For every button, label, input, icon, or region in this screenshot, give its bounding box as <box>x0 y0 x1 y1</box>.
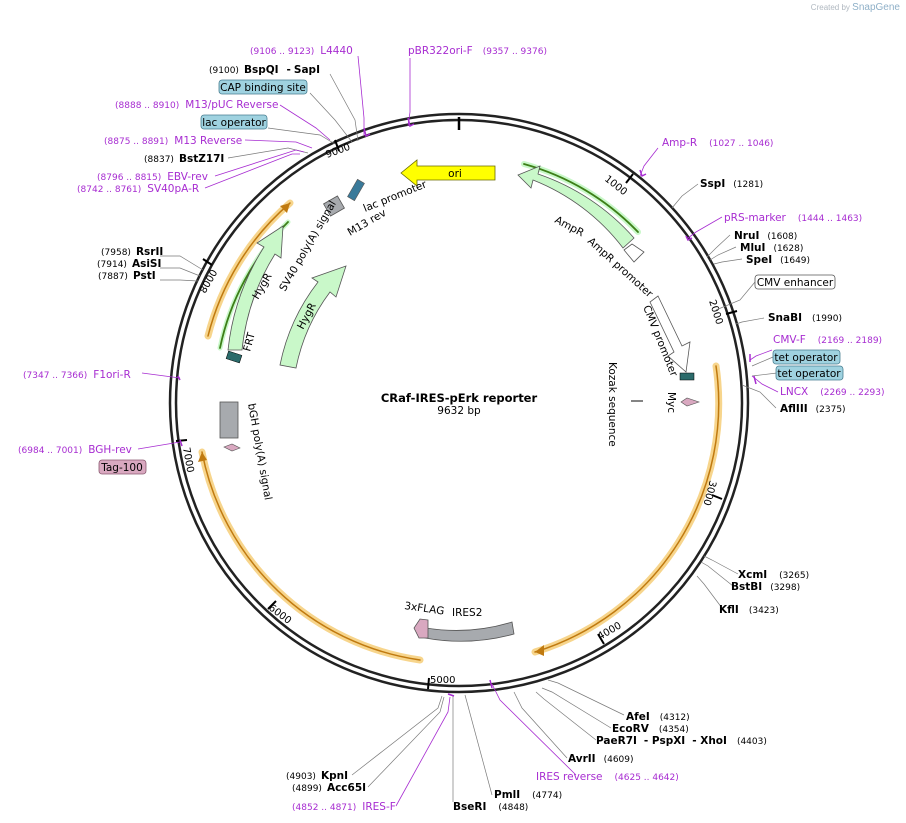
enzyme-kfli: KflI(3423) <box>719 604 779 616</box>
enzyme-rsrii: (7958)RsrII <box>101 246 163 258</box>
enzyme-avrii: AvrII(4609) <box>568 753 634 765</box>
kozak-mark <box>679 372 695 381</box>
box-cmv-enhancer: CMV enhancer <box>754 274 836 290</box>
svg-text:lac operator: lac operator <box>202 117 266 129</box>
myc-label: Myc <box>665 392 677 413</box>
box-cap: CAP binding site <box>218 79 308 95</box>
primer-sv40pa: (8742 .. 8761)SV40pA-R <box>77 183 199 195</box>
ori-arrow <box>400 159 496 187</box>
enzyme-mlui: MluI(1628) <box>740 242 803 254</box>
primer-ebvrev: (8796 .. 8815)EBV-rev <box>97 171 208 183</box>
orf-arc-bottom <box>198 448 424 664</box>
svg-text:Tag-100: Tag-100 <box>100 462 143 474</box>
primer-prs: pRS-marker(1444 .. 1463) <box>724 212 862 224</box>
enzyme-xcmi: XcmI(3265) <box>738 569 809 581</box>
enzyme-afei: AfeI(4312) <box>626 711 690 723</box>
backbone-outer <box>168 112 750 694</box>
ori-label: ori <box>448 168 462 180</box>
ampr-label: AmpR <box>553 214 586 239</box>
snapgene-logo: SnapGene <box>852 2 900 13</box>
primer-m13puc: (8888 .. 8910)M13/pUC Reverse <box>115 99 278 111</box>
lac-promoter-block <box>347 178 365 202</box>
box-tet-operator-1: tet operator <box>772 349 841 365</box>
primer-iresf: (4852 .. 4871)IRES-F <box>292 801 396 813</box>
primer-ampr: Amp-R(1027 .. 1046) <box>662 137 773 149</box>
lac-promoter-label: lac promoter <box>362 178 429 215</box>
snapgene-credit: Created by SnapGene <box>811 2 900 13</box>
frt-mark <box>225 350 243 364</box>
primer-bghrev: (6984 .. 7001)BGH-rev <box>18 444 132 456</box>
primer-m13rev: (8875 .. 8891)M13 Reverse <box>104 135 242 147</box>
primer-iresrev: IRES reverse(4625 .. 4642) <box>536 771 679 783</box>
cmv-promoter-arrow <box>649 295 691 373</box>
enzyme-bstbi: BstBI(3298) <box>731 581 800 593</box>
primer-pbr322: pBR322ori-F(9357 .. 9376) <box>408 45 547 57</box>
ampr-promoter-arrow <box>623 243 645 263</box>
plasmid-size: 9632 bp <box>437 405 481 417</box>
svg-text:CMV enhancer: CMV enhancer <box>757 277 834 289</box>
bgh-block <box>219 401 239 439</box>
frt-label: FRT <box>241 331 258 353</box>
hygr-arrow-outer <box>227 225 284 351</box>
flag-arrow <box>413 618 429 639</box>
svg-text:tet operator: tet operator <box>777 368 841 380</box>
primer-lncx: LNCX(2269 .. 2293) <box>780 386 885 398</box>
enzyme-aflii: AflIII(2375) <box>780 403 846 415</box>
enzyme-bstz17i: (8837)BstZ17I <box>144 153 224 165</box>
kozak-label: Kozak sequence <box>606 362 618 447</box>
tick-7000: 7000 <box>180 447 195 474</box>
enzyme-psti: (7887)PstI <box>98 270 156 282</box>
enzyme-snabi: SnaBI(1990) <box>768 312 842 324</box>
primer-cmvf: CMV-F(2169 .. 2189) <box>773 334 882 346</box>
tick-2000: 2000 <box>706 299 724 327</box>
enzyme-pmli: PmlI(4774) <box>494 789 562 801</box>
enzyme-kpni: (4903)KpnI <box>286 770 348 782</box>
primer-l4440: (9106 .. 9123)L4440 <box>250 45 353 57</box>
bgh-tag <box>223 443 241 452</box>
enzyme-spei: SpeI(1649) <box>746 254 810 266</box>
myc-tag <box>680 397 700 407</box>
plasmid-name: CRaf-IRES-pErk reporter <box>381 391 538 405</box>
ires2-arrow <box>424 621 515 642</box>
enzyme-acc65i: (4899)Acc65I <box>292 782 366 794</box>
sv40-block <box>323 195 345 217</box>
flag-label: 3xFLAG <box>404 600 445 617</box>
box-tag100: Tag-100 <box>98 459 147 475</box>
ires2-label: IRES2 <box>452 607 482 619</box>
orf-arc-right <box>531 362 723 656</box>
enzyme-nrui: NruI(1608) <box>734 230 797 242</box>
credit-prefix: Created by <box>810 3 850 12</box>
enzyme-bseri: BseRI(4848) <box>453 801 528 813</box>
box-lac-operator: lac operator <box>200 114 268 130</box>
bgh-label: bGH poly(A) signal <box>245 402 274 501</box>
primer-f1ori: (7347 .. 7366)F1ori-R <box>23 369 131 381</box>
svg-text:CAP binding site: CAP binding site <box>220 82 306 94</box>
tick-1000: 1000 <box>602 174 629 198</box>
tick-5000: 5000 <box>430 675 455 686</box>
enzyme-bspqi: (9100)BspQI-SapI <box>209 64 320 76</box>
enzyme-ecorv: EcoRV(4354) <box>612 723 689 735</box>
box-tet-operator-2: tet operator <box>775 365 844 381</box>
ampr-arrow <box>517 165 635 249</box>
hygr-arrow-inner <box>279 265 347 369</box>
svg-text:tet operator: tet operator <box>774 352 838 364</box>
enzyme-sspi: SspI(1281) <box>700 178 763 190</box>
enzyme-asisi: (7914)AsiSI <box>97 258 161 270</box>
enzyme-paer7i: PaeR7I- PspXI- XhoI(4403) <box>596 735 767 747</box>
